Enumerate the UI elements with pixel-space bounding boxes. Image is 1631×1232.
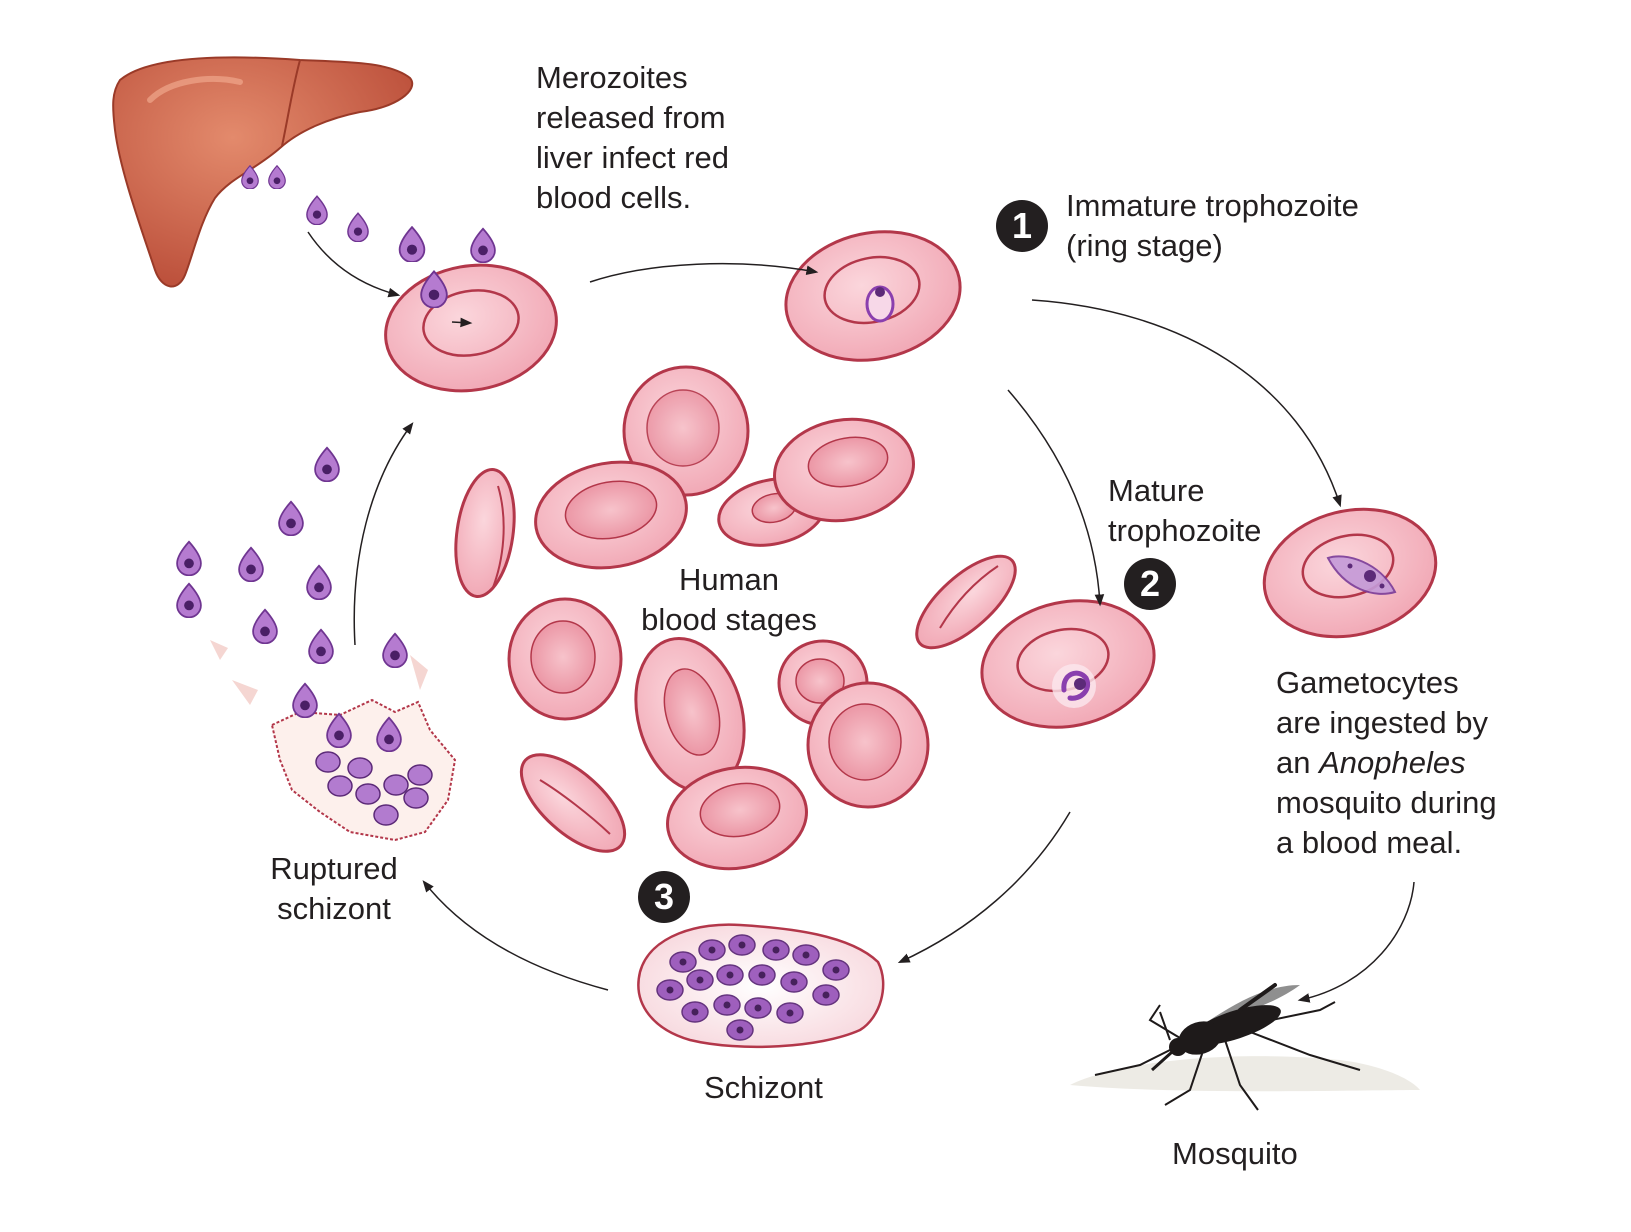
human-blood-stages-label: Human blood stages: [641, 562, 817, 637]
arrow-ruptured-to-cell: [353, 422, 414, 646]
immature-trophozoite-label: Immature trophozoite (ring stage): [1066, 188, 1359, 263]
schizont: [637, 923, 885, 1049]
ruptured-schizont-label: Ruptured schizont: [270, 851, 398, 926]
liver: [112, 56, 413, 288]
ruptured-schizont-merozoites: [315, 751, 433, 826]
mosquito-icon: [1070, 983, 1420, 1111]
gametocytes-an: an: [1276, 745, 1320, 780]
ruptured-schizont: [210, 640, 457, 842]
step-1-badge: 1: [996, 200, 1048, 252]
arrow-immature-to-gametocyte: [1031, 299, 1342, 508]
immature-trophozoite-cell: [784, 230, 962, 362]
mosquito-label: Mosquito: [1172, 1136, 1298, 1171]
human-blood-cells: [454, 365, 1017, 871]
arrow-schizont-to-ruptured: [422, 880, 609, 991]
mature-trophozoite-label: Mature trophozoite: [1108, 473, 1262, 548]
merozoites-label: Merozoites released from liver infect re…: [536, 60, 729, 215]
mature-trophozoite-cell: [980, 599, 1156, 729]
gametocytes-label: Gametocytes are ingested by an Anopheles…: [1276, 665, 1497, 860]
gametocyte-cell: [1262, 507, 1438, 639]
cycle-arrows: [307, 231, 1415, 1003]
arrow-gametocyte-to-mosquito: [1297, 881, 1415, 1003]
schizont-label: Schizont: [704, 1070, 823, 1105]
schizont-merozoites: [656, 934, 850, 1041]
arrow-cell-to-immature: [589, 262, 819, 283]
step-3-badge: 3: [638, 871, 690, 923]
infected-red-blood-cell: [384, 263, 558, 393]
arrow-liver-to-cell: [307, 231, 401, 298]
step-2-badge: 2: [1124, 558, 1176, 610]
anopheles-italic: Anopheles: [1319, 745, 1466, 780]
arrow-immature-to-mature: [1007, 389, 1105, 607]
arrow-mature-to-schizont: [897, 811, 1071, 963]
